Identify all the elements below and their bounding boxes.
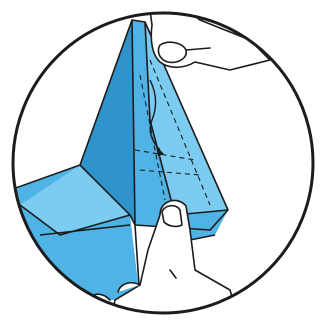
origami-fold-diagram-icon (0, 0, 326, 326)
origami-illustration (0, 0, 326, 326)
